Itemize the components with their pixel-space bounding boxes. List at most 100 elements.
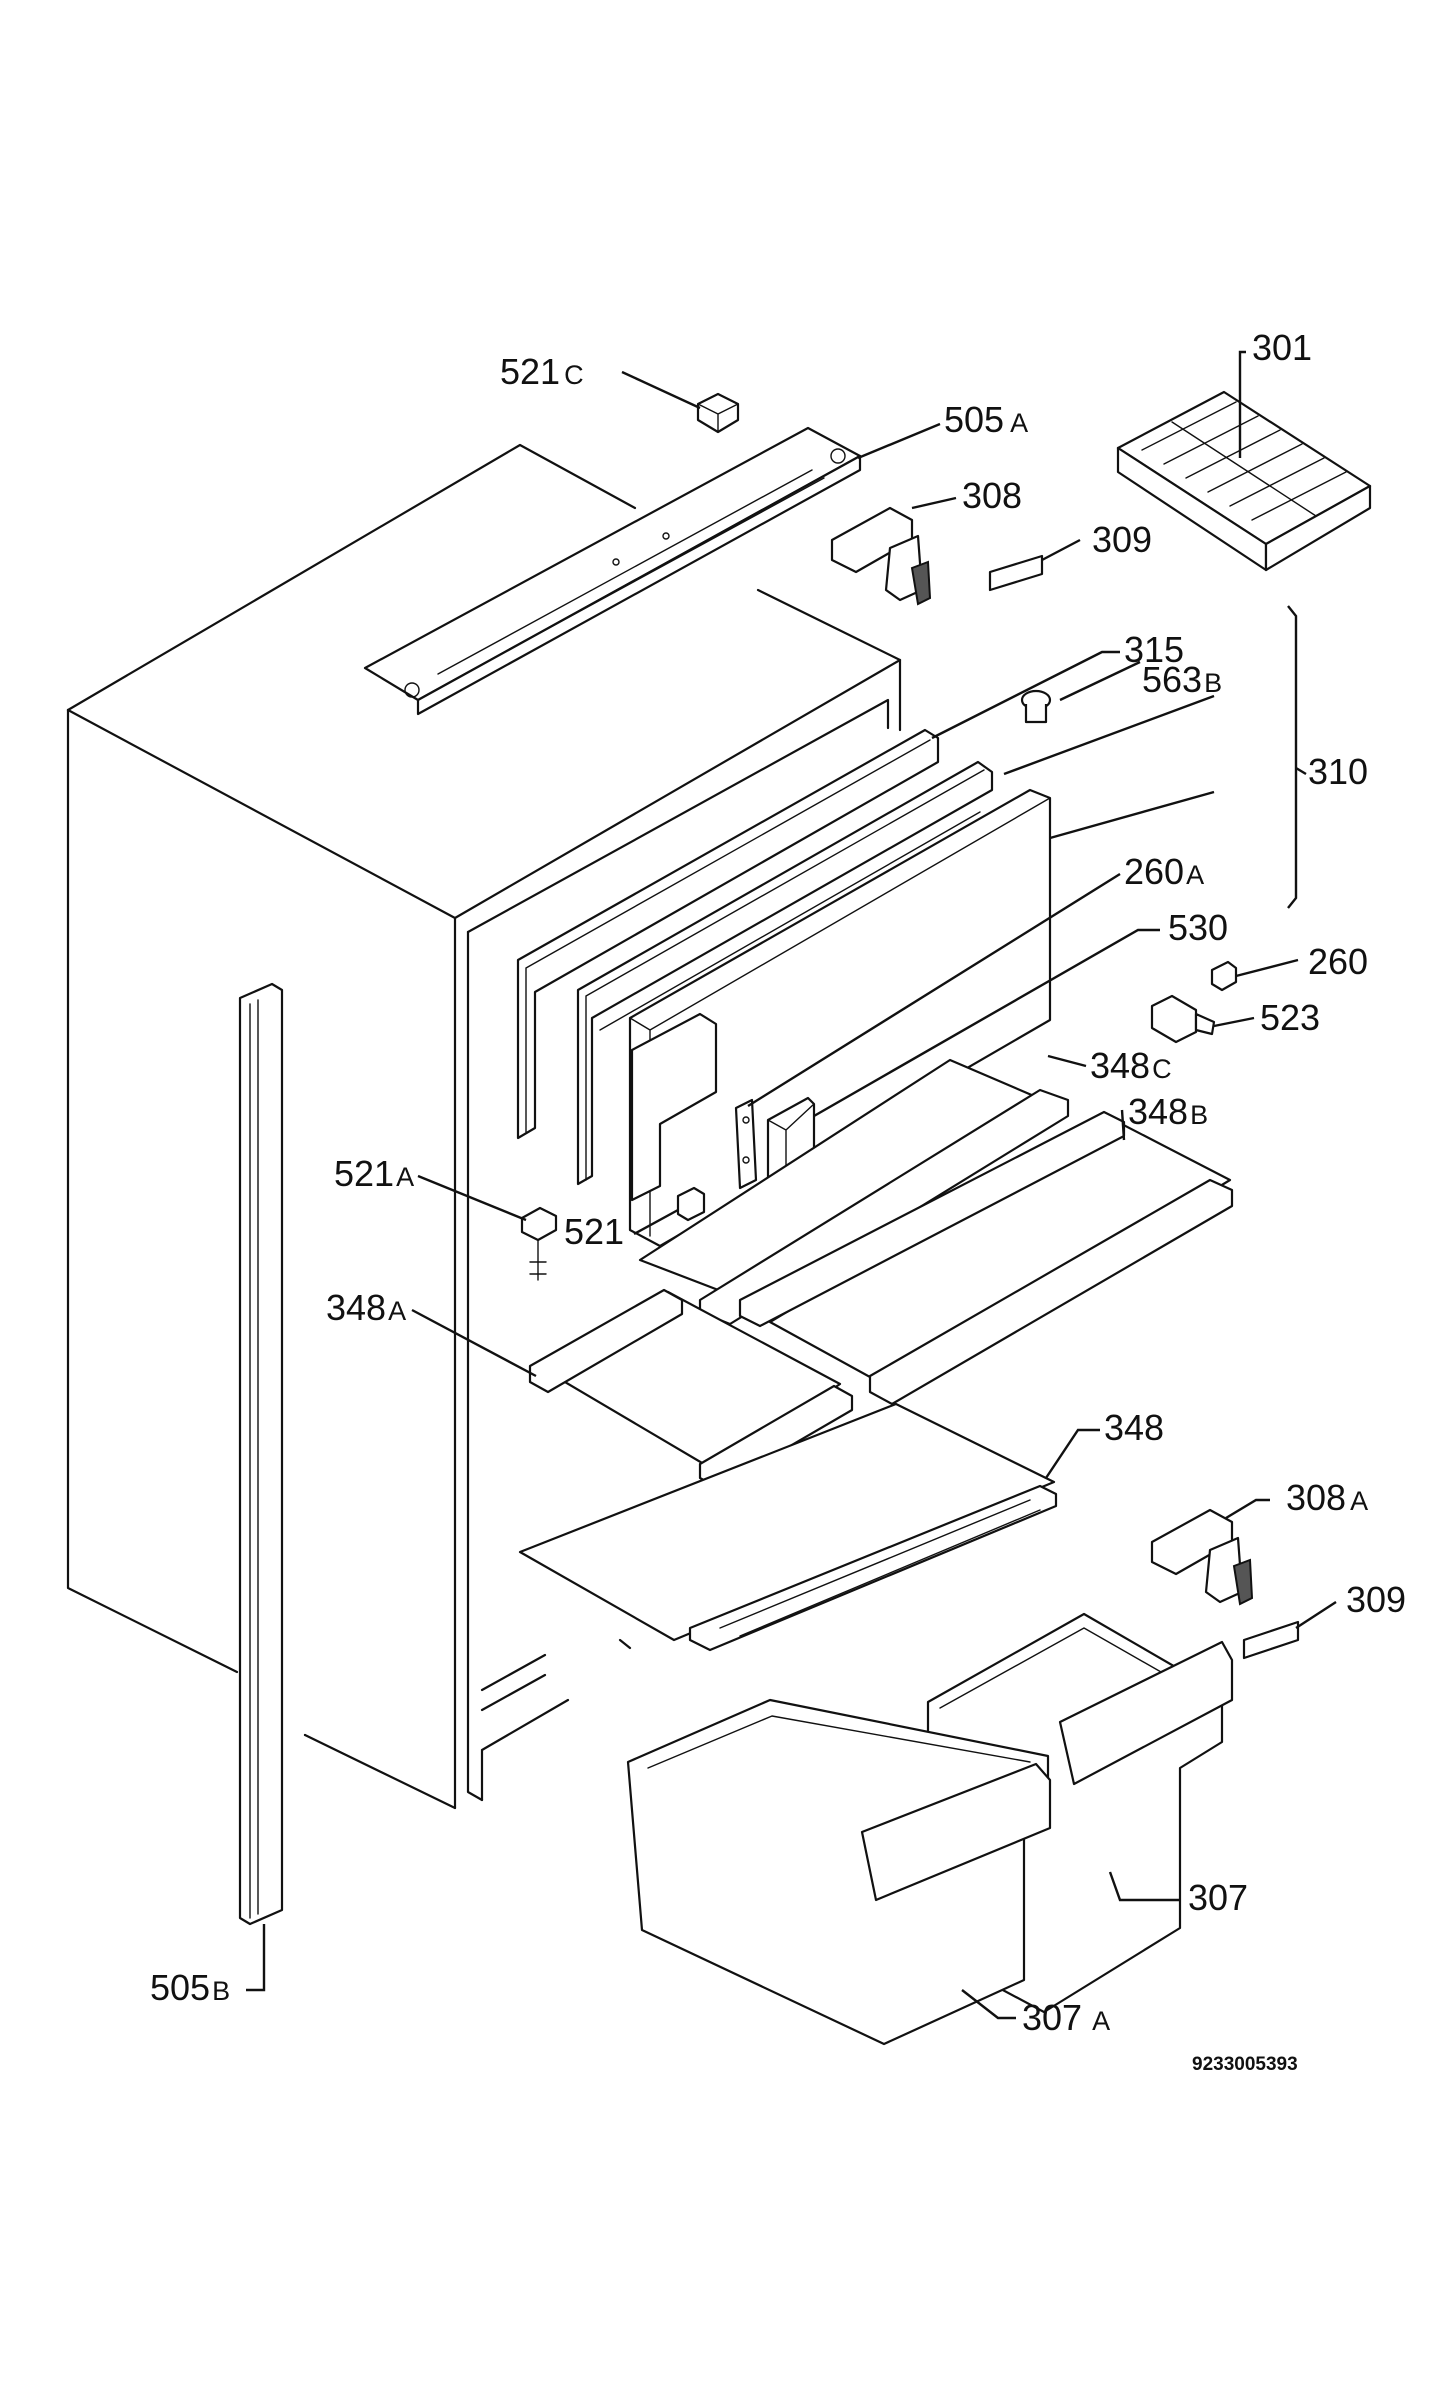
part-260a-bracket <box>734 1098 758 1190</box>
door-inner-rib <box>599 811 981 1031</box>
leader-308a <box>1225 1498 1270 1520</box>
leader-348b <box>1120 1109 1126 1141</box>
cabinet-body <box>66 443 902 1810</box>
part-309-plate-top <box>988 554 1044 592</box>
hinge308a-block <box>1204 1536 1244 1604</box>
rail-side-face <box>416 454 862 716</box>
tray-side <box>1264 484 1372 572</box>
leader-521c <box>621 370 701 410</box>
leader-348c <box>1047 1054 1087 1068</box>
label-521a: 521A <box>334 1153 414 1194</box>
part-521-clip <box>676 1186 706 1222</box>
label-563b: 563B <box>1142 659 1222 700</box>
tray-center-rib <box>1171 421 1317 517</box>
rail-hole-4 <box>662 532 670 540</box>
cabinet-top-right-edge <box>756 588 902 662</box>
door-inner-frame-edge <box>585 769 985 1181</box>
drawer307-front <box>1058 1640 1234 1786</box>
rail-hole-1 <box>830 448 846 464</box>
strip-body <box>238 982 284 1926</box>
part-308-hinge <box>830 506 932 606</box>
label-309-top: 309 <box>1092 519 1152 560</box>
leader-260 <box>1235 958 1299 978</box>
leader-301 <box>1238 350 1246 458</box>
switch-plunger <box>1194 1012 1216 1036</box>
drawer307a-body <box>626 1698 1050 2046</box>
label-521: 521 <box>564 1211 624 1252</box>
label-315: 315 <box>1124 629 1184 670</box>
label-308: 308 <box>962 475 1022 516</box>
screw-thread <box>529 1239 547 1281</box>
door-inner-frame <box>576 760 994 1186</box>
shelf348a-back-trim <box>528 1288 684 1394</box>
leader-310-bracket <box>1287 605 1298 909</box>
liner-left-edge <box>466 930 484 1802</box>
drawer307a-rim <box>647 1715 1031 1769</box>
rail-hole-3 <box>612 558 620 566</box>
label-348c: 348C <box>1090 1045 1172 1086</box>
door-assembly-310 <box>516 728 1052 1248</box>
label-523: 523 <box>1260 997 1320 1038</box>
drawer307a-front <box>860 1762 1052 1902</box>
part-523-switch <box>1150 994 1216 1044</box>
door-handle-recess <box>630 1012 718 1202</box>
part-563b-plug <box>1020 689 1052 724</box>
switch-body <box>1150 994 1198 1044</box>
shelf348a-front-trim <box>698 1384 854 1490</box>
leader-308 <box>911 496 957 510</box>
shelf348b-front-trim <box>868 1178 1234 1406</box>
label-301: 301 <box>1252 327 1312 368</box>
shelf-348a <box>528 1288 854 1490</box>
label-348a: 348A <box>326 1287 406 1328</box>
leader-307 <box>1108 1871 1180 1902</box>
leader-505b <box>246 1924 266 1992</box>
label-530: 530 <box>1168 907 1228 948</box>
leader-530 <box>813 928 1160 1118</box>
hinge-pin-block <box>884 534 924 602</box>
drawing-number: 9233005393 <box>1192 2054 1298 2075</box>
cap-body <box>696 392 740 434</box>
leader-310-2 <box>1049 790 1215 840</box>
label-309-bottom: 309 <box>1346 1579 1406 1620</box>
clip260-body <box>1210 960 1238 992</box>
bracket-hole-1 <box>742 1116 750 1124</box>
label-348: 348 <box>1104 1407 1164 1448</box>
leader-521 <box>633 1208 679 1236</box>
leader-309a <box>1041 538 1081 562</box>
part-260-clip <box>1210 960 1238 992</box>
rail-top-face <box>363 426 862 702</box>
cabinet-top-back-edge <box>66 443 637 712</box>
cabinet-bottom-edge <box>303 1733 457 1810</box>
bracket-body <box>734 1098 758 1190</box>
label-260a: 260A <box>1124 851 1204 892</box>
part-309-plate-bottom <box>1242 1620 1300 1660</box>
leader-309b <box>1295 1600 1337 1630</box>
leader-310-bracket-tip <box>1295 766 1307 776</box>
hinge308a-pin <box>1232 1558 1254 1606</box>
callout-leaders <box>246 350 1337 2020</box>
part-301-ice-tray <box>1116 390 1372 572</box>
label-505b: 505B <box>150 1967 230 2008</box>
leader-505a <box>857 422 941 460</box>
plate-bottom <box>1242 1620 1300 1660</box>
tray-dividers <box>1141 401 1347 521</box>
clip-body <box>676 1186 706 1222</box>
screw-head <box>520 1206 558 1242</box>
liner-bottom-ridge <box>480 1653 547 1712</box>
drawer-307a <box>626 1698 1052 2046</box>
shelf-348b <box>738 1110 1234 1406</box>
leader-315 <box>931 650 1120 740</box>
shelf348-glass <box>518 1402 1056 1642</box>
plate-top <box>988 554 1044 592</box>
label-307: 307 <box>1188 1877 1248 1918</box>
strip-inner-edge <box>249 999 259 1919</box>
cap-edges <box>697 403 739 433</box>
leader-563b <box>1059 660 1141 702</box>
part-521a-screw <box>520 1206 558 1281</box>
